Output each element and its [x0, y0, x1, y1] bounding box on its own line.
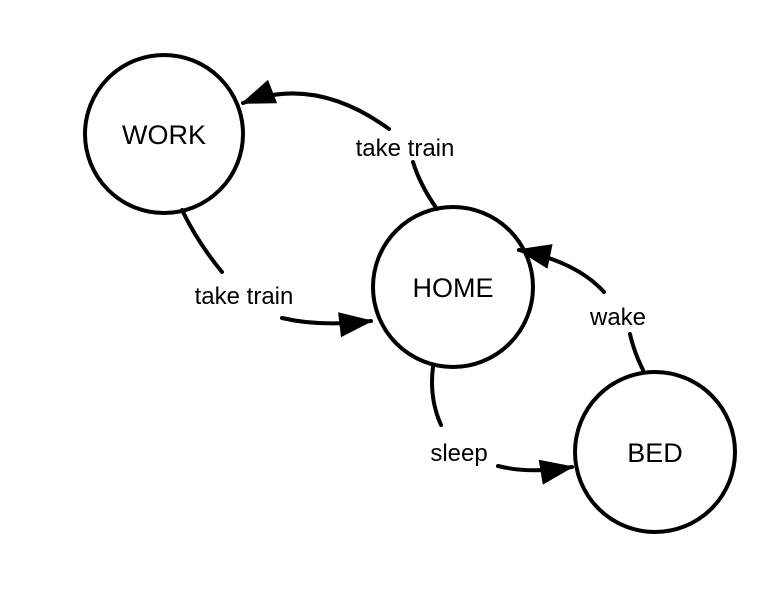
edge-work-to-home: take train [180, 208, 374, 338]
work-circle [83, 53, 245, 215]
edge-home-to-work: take train [240, 79, 455, 211]
edge-bed-to-home-head [516, 244, 606, 294]
edge-home-to-bed-tail [430, 365, 443, 427]
edge-home-to-work-tail [411, 160, 439, 211]
state-node-work: WORK [83, 53, 245, 215]
home-label: HOME [413, 273, 494, 303]
edge-work-to-home-head [280, 312, 374, 338]
edge-label-sleep: sleep [430, 440, 487, 467]
edge-bed-to-home: wake [516, 244, 646, 372]
home-circle [371, 205, 535, 369]
edge-label-take-train-top: take train [356, 135, 455, 162]
edge-label-wake: wake [589, 304, 646, 331]
edge-work-to-home-tail [180, 208, 224, 274]
work-label: WORK [122, 120, 206, 150]
edge-label-take-train-middle: take train [195, 283, 294, 310]
edge-bed-to-home-tail [628, 332, 645, 372]
edge-home-to-bed-head [496, 459, 575, 485]
state-node-home: HOME [371, 205, 535, 369]
state-node-bed: BED [573, 370, 737, 534]
edge-home-to-bed: sleep [430, 365, 575, 485]
bed-circle [573, 370, 737, 534]
bed-label: BED [627, 438, 683, 468]
edge-home-to-work-head [240, 79, 391, 131]
